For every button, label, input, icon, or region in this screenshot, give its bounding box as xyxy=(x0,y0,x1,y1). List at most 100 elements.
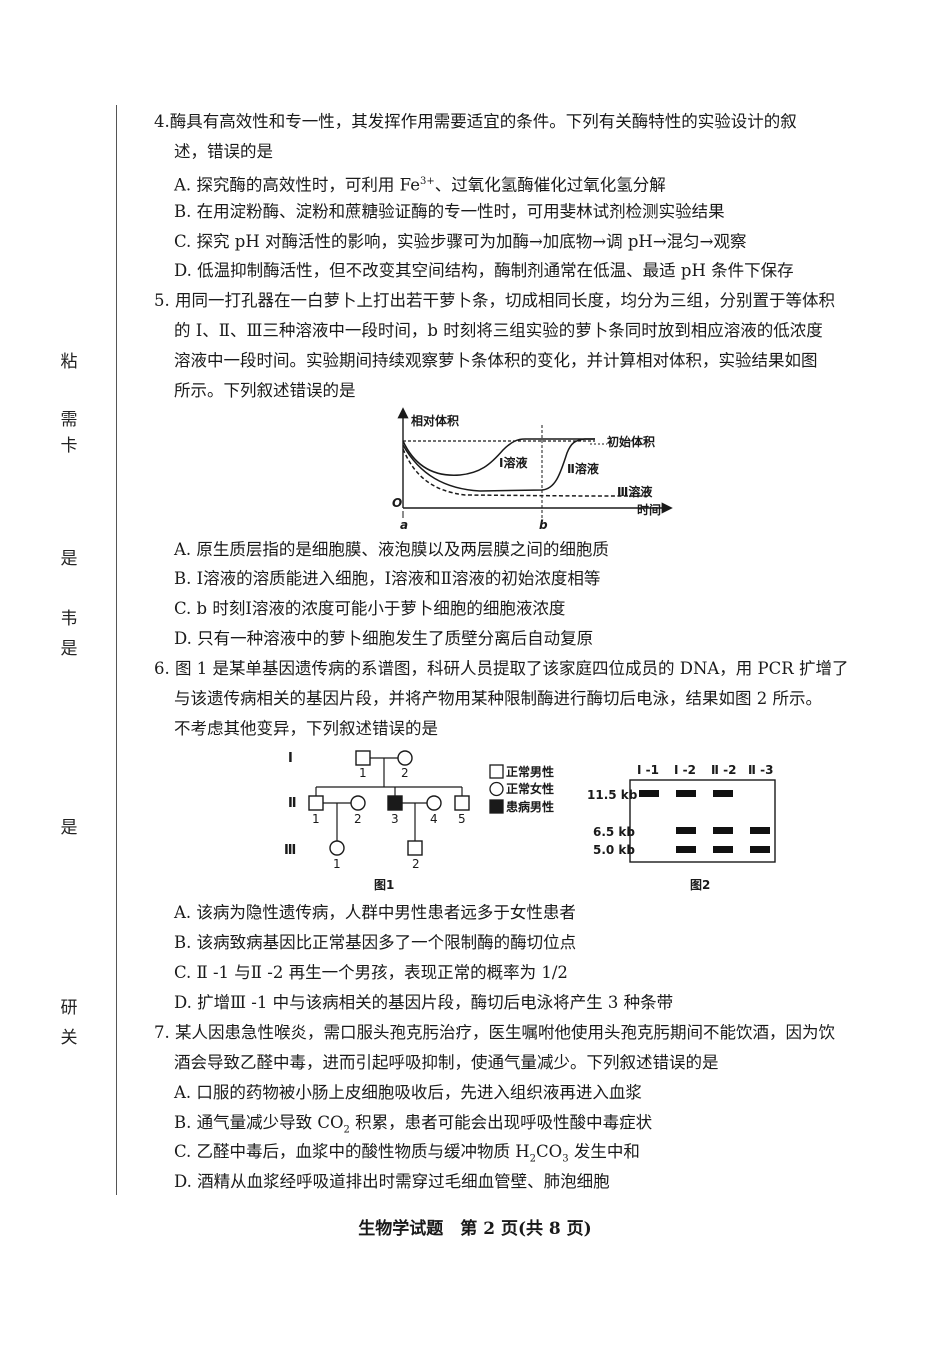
solution-1-label: Ⅰ溶液 xyxy=(499,455,527,470)
q5-stem-line3: 溶液中一段时间。实验期间持续观察萝卜条体积的变化，并计算相对体积，实验结果如图 xyxy=(174,351,818,370)
margin-char: 卡 xyxy=(60,436,78,456)
legend-normal-female-icon xyxy=(489,781,504,797)
initial-volume-label: 初始体积 xyxy=(607,434,655,449)
q4-stem-line2: 述，错误的是 xyxy=(174,142,273,161)
margin-char: 关 xyxy=(60,1028,78,1048)
q6-option-c: C. Ⅱ -1 与Ⅱ -2 再生一个男孩，表现正常的概率为 1/2 xyxy=(174,963,568,982)
legend-normal-female-label: 正常女性 xyxy=(506,781,554,796)
individual-II-4-normal-female xyxy=(426,795,442,811)
size-label-11-5kb: 11.5 kb xyxy=(587,788,638,802)
gel-band xyxy=(676,846,696,853)
x-axis-label: 时间 xyxy=(637,502,661,517)
individual-III-2-normal-male xyxy=(407,840,423,856)
q5-option-d: D. 只有一种溶液中的萝卜细胞发生了质壁分离后自动复原 xyxy=(174,629,594,648)
q7-option-c-text-end: 发生中和 xyxy=(568,1142,640,1161)
individual-II-3-affected-male xyxy=(387,795,403,811)
q4-option-a-sup: 3+ xyxy=(419,176,435,187)
q5-option-b: B. Ⅰ溶液的溶质能进入细胞，Ⅰ溶液和Ⅱ溶液的初始浓度相等 xyxy=(174,569,601,588)
q6-option-a: A. 该病为隐性遗传病，人群中男性患者远多于女性患者 xyxy=(174,903,576,922)
gel-band xyxy=(639,790,659,797)
q6-pedigree: Ⅰ Ⅱ Ⅲ 1 2 1 2 3 4 5 1 2 图1 正常男性 正常女性 患病男… xyxy=(284,750,554,892)
gel-band xyxy=(713,790,733,797)
q7-option-c-sub1: 2 xyxy=(529,1153,537,1165)
label-II-1: 1 xyxy=(312,812,320,826)
label-I-1: 1 xyxy=(359,766,367,780)
q6-stem-line3: 不考虑其他变异，下列叙述错误的是 xyxy=(174,719,438,738)
q6-stem-line1: 6. 图 1 是某单基因遗传病的系谱图，科研人员提取了该家庭四位成员的 DNA，… xyxy=(154,659,849,678)
solution-1-curve xyxy=(402,438,595,476)
margin-char: 需 xyxy=(60,410,78,430)
solution-3-label: Ⅲ溶液 xyxy=(617,484,652,499)
gel-band xyxy=(750,827,770,834)
individual-III-1-normal-female xyxy=(329,840,345,856)
label-II-5: 5 xyxy=(458,812,466,826)
q6-option-b: B. 该病致病基因比正常基因多了一个限制酶的酶切位点 xyxy=(174,933,577,952)
label-II-4: 4 xyxy=(430,812,438,826)
margin-char: 是 xyxy=(60,818,78,838)
binding-line xyxy=(116,105,117,1195)
q4-option-b: B. 在用淀粉酶、淀粉和蔗糖验证酶的专一性时，可用斐林试剂检测实验结果 xyxy=(174,202,725,221)
q4-option-a-text: A. 探究酶的高效性时，可利用 Fe xyxy=(174,175,420,195)
q7-option-b-text-end: 积累，患者可能会出现呼吸性酸中毒症状 xyxy=(349,1113,653,1132)
solution-2-curve xyxy=(402,438,595,492)
gel-band xyxy=(713,846,733,853)
q4-option-a: A. 探究酶的高效性时，可利用 Fe3+、过氧化氢酶催化过氧化氢分解 xyxy=(174,171,666,197)
margin-char: 粘 xyxy=(60,352,78,372)
q6-option-d: D. 扩增Ⅲ -1 中与该病相关的基因片段，酶切后电泳将产生 3 种条带 xyxy=(174,993,674,1012)
individual-II-2-normal-female xyxy=(350,795,366,811)
legend-affected-male-icon xyxy=(489,799,504,814)
margin-char: 研 xyxy=(60,998,78,1018)
legend-affected-male-label: 患病男性 xyxy=(506,799,554,814)
solution-2-label: Ⅱ溶液 xyxy=(567,461,599,476)
gel-lane-label: Ⅰ -2 xyxy=(674,763,696,777)
legend-normal-male-icon xyxy=(489,764,504,779)
q4-option-c: C. 探究 pH 对酶活性的影响，实验步骤可为加酶→加底物→调 pH→混匀→观察 xyxy=(174,232,747,251)
gel-band xyxy=(676,790,696,797)
gel-lane-label: Ⅰ -1 xyxy=(637,763,659,777)
individual-I-2-normal-female xyxy=(397,750,413,766)
label-II-3: 3 xyxy=(391,812,399,826)
label-III-2: 2 xyxy=(412,857,420,871)
q4-option-d: D. 低温抑制酶活性，但不改变其空间结构，酶制剂通常在低温、最适 pH 条件下保… xyxy=(174,261,794,280)
y-axis-label: 相对体积 xyxy=(411,413,459,428)
q7-stem-line2: 酒会导致乙醛中毒，进而引起呼吸抑制，使通气量减少。下列叙述错误的是 xyxy=(174,1053,719,1072)
q5-option-c: C. b 时刻Ⅰ溶液的浓度可能小于萝卜细胞的细胞液浓度 xyxy=(174,599,566,618)
label-III-1: 1 xyxy=(333,857,341,871)
legend-normal-male-label: 正常男性 xyxy=(506,764,554,779)
generation-3-label: Ⅲ xyxy=(284,843,296,858)
q7-option-b-sub: 2 xyxy=(343,1124,350,1136)
tick-b-label: b xyxy=(539,518,548,532)
individual-I-1-normal-male xyxy=(355,750,371,766)
q7-option-c-sub2: 3 xyxy=(562,1153,569,1165)
margin-char: 是 xyxy=(60,549,78,569)
solution-3-curve xyxy=(402,448,647,497)
q5-option-a: A. 原生质层指的是细胞膜、液泡膜以及两层膜之间的细胞质 xyxy=(174,540,609,559)
q5-stem-line1: 5. 用同一打孔器在一白萝卜上打出若干萝卜条，切成相同长度，均分为三组，分别置于… xyxy=(154,291,835,310)
q5-stem-line4: 所示。下列叙述错误的是 xyxy=(174,381,356,400)
page-footer: 生物学试题 第 2 页(共 8 页) xyxy=(358,1219,592,1239)
figure-2-caption: 图2 xyxy=(690,878,710,892)
gel-band xyxy=(750,846,770,853)
tick-a-label: a xyxy=(400,518,408,532)
margin-char: 韦 xyxy=(60,609,78,629)
margin-char: 是 xyxy=(60,639,78,659)
q6-gel: Ⅰ -1 Ⅰ -2 Ⅱ -2 Ⅱ -3 11.5 kb 6.5 kb 5.0 k… xyxy=(587,763,776,892)
individual-II-5-normal-male xyxy=(454,795,470,811)
q5-stem-line2: 的 Ⅰ、Ⅱ、Ⅲ三种溶液中一段时间，b 时刻将三组实验的萝卜条同时放到相应溶液的低… xyxy=(174,321,823,340)
q7-option-c-text: C. 乙醛中毒后，血浆中的酸性物质与缓冲物质 H xyxy=(174,1142,530,1161)
q7-option-b-text: B. 通气量减少导致 CO xyxy=(174,1113,344,1132)
gel-lane-label: Ⅱ -3 xyxy=(748,763,773,777)
size-label-5-0kb: 5.0 kb xyxy=(593,843,635,857)
q4-stem-line1: 4.酶具有高效性和专一性，其发挥作用需要适宜的条件。下列有关酶特性的实验设计的叙 xyxy=(154,112,797,131)
q5-volume-graph: 相对体积 时间 O a b 初始体积 Ⅰ溶液 Ⅱ溶液 Ⅲ溶液 xyxy=(392,407,673,532)
figure-1-caption: 图1 xyxy=(374,878,394,892)
gel-lane-label: Ⅱ -2 xyxy=(711,763,736,777)
q6-stem-line2: 与该遗传病相关的基因片段，并将产物用某种限制酶进行酶切后电泳，结果如图 2 所示… xyxy=(174,689,822,708)
q7-stem-line1: 7. 某人因患急性喉炎，需口服头孢克肟治疗，医生嘱咐他使用头孢克肟期间不能饮酒，… xyxy=(154,1023,835,1042)
origin-label: O xyxy=(392,496,402,510)
individual-II-1-normal-male xyxy=(308,795,324,811)
generation-2-label: Ⅱ xyxy=(288,796,297,811)
q4-option-a-text-end: 、过氧化氢酶催化过氧化氢分解 xyxy=(434,175,666,195)
generation-1-label: Ⅰ xyxy=(288,751,293,766)
q7-option-d: D. 酒精从血浆经呼吸道排出时需穿过毛细血管壁、肺泡细胞 xyxy=(174,1172,610,1191)
